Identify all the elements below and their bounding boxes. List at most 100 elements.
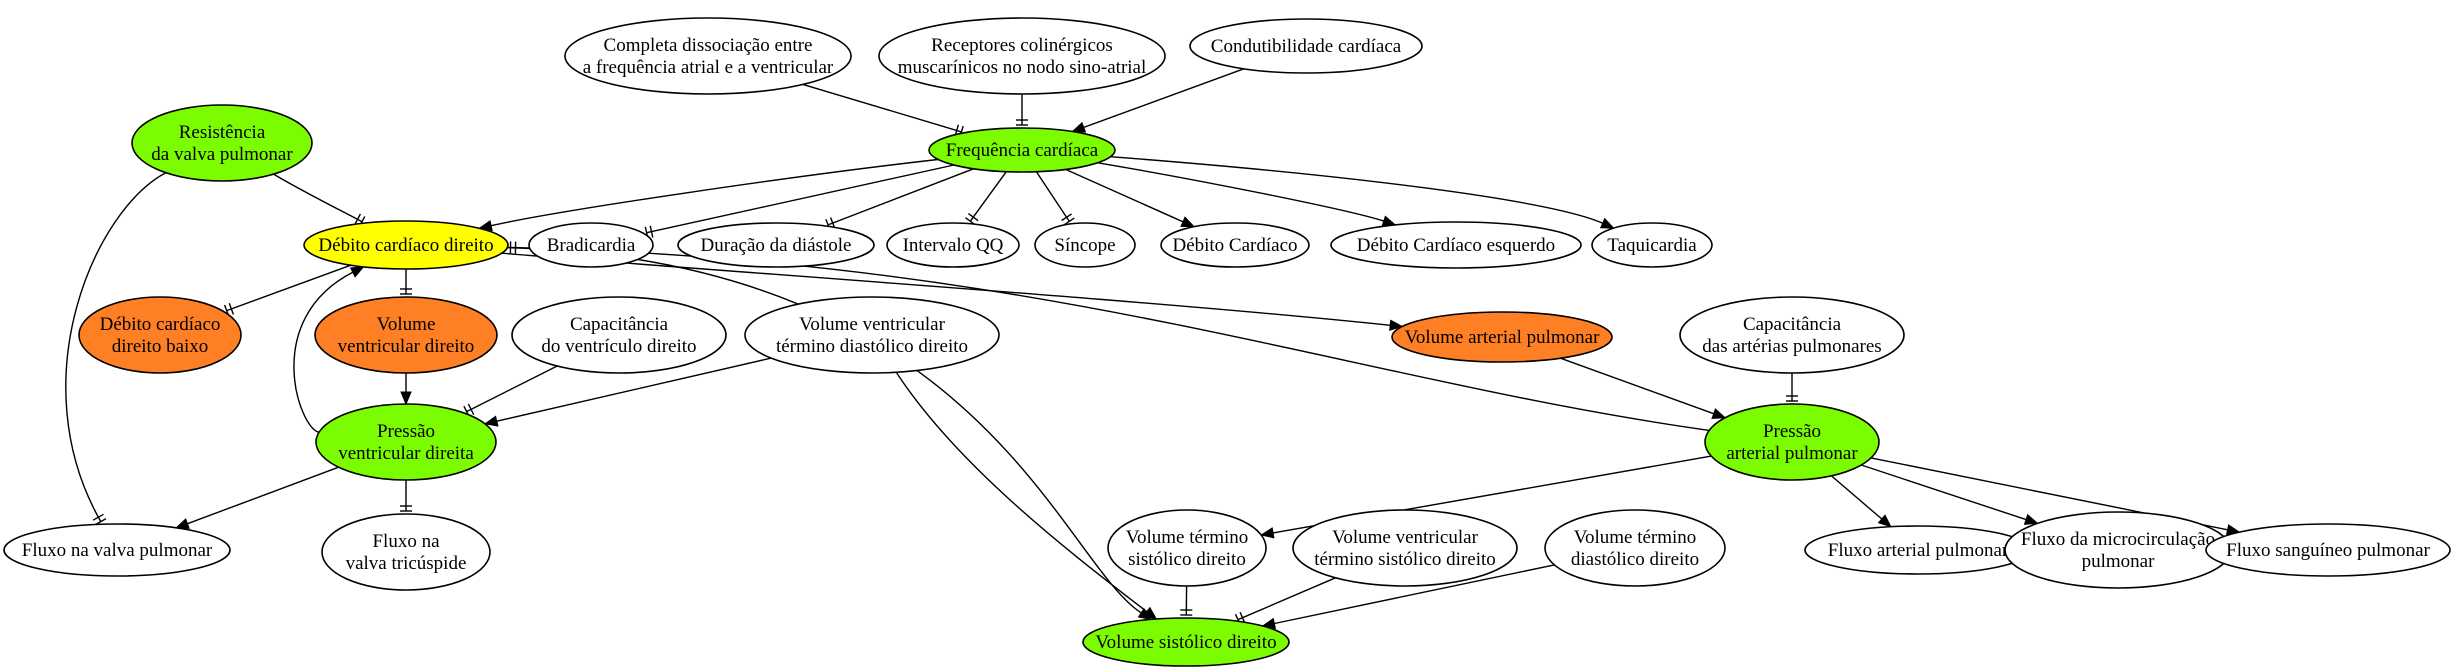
- edge-pressao_art-to-fluxo_arterial: [1831, 475, 1892, 528]
- arrowhead-icon: [1599, 217, 1615, 229]
- tee-bar-icon: [649, 225, 654, 238]
- node-label: Débito cardíaco: [100, 314, 221, 335]
- edge-line: [1083, 68, 1245, 129]
- node-ellipse: [886, 222, 1020, 268]
- node-label: Volume término: [1126, 527, 1249, 548]
- node-label: ventricular direita: [338, 443, 474, 464]
- edge-line: [507, 246, 1142, 614]
- edge-pressao_vd-to-fluxo_tricuspide: [400, 480, 412, 512]
- node-label: Volume ventricular: [1332, 527, 1478, 548]
- node-ellipse: [1391, 311, 1613, 363]
- node-label: Volume sistólico direito: [1095, 632, 1276, 653]
- node-label: pulmonar: [2082, 551, 2155, 572]
- edge-line: [802, 83, 962, 133]
- node-ellipse: [744, 296, 1000, 374]
- arrowhead-icon: [2023, 513, 2039, 525]
- tee-bar-icon: [967, 213, 979, 222]
- node-vol_sistolico: Volume sistólico direito: [1082, 617, 1290, 667]
- edge-line: [895, 371, 1148, 613]
- edge-line: [65, 172, 167, 522]
- node-label: valva tricúspide: [346, 553, 467, 574]
- node-label: Débito Cardíaco: [1172, 235, 1297, 256]
- edge-line: [187, 466, 339, 525]
- node-label: Frequência cardíaca: [946, 140, 1099, 161]
- edge-line: [646, 164, 955, 234]
- edge-line: [1065, 168, 1184, 223]
- node-label: Duração da diástole: [701, 235, 852, 256]
- edge-line: [1237, 577, 1336, 621]
- node-label: ventricular direito: [338, 336, 475, 357]
- edge-line: [1861, 464, 2027, 521]
- edge-line: [1831, 475, 1883, 520]
- node-label: direito baixo: [112, 336, 209, 357]
- node-ellipse: [303, 220, 509, 270]
- arrowhead-icon: [1389, 319, 1404, 331]
- node-ellipse: [1330, 221, 1582, 269]
- tee-bar-icon: [1061, 213, 1072, 222]
- edge-line: [293, 271, 354, 433]
- node-label: Volume ventricular: [799, 314, 945, 335]
- node-label: muscarínicos no nodo sino-atrial: [898, 57, 1147, 78]
- node-label: arterial pulmonar: [1726, 443, 1858, 464]
- edge-line: [1110, 156, 1603, 224]
- node-debito_esquerdo: Débito Cardíaco esquerdo: [1330, 221, 1582, 269]
- node-bradicardia: Bradicardia: [528, 222, 654, 268]
- node-taquicardia: Taquicardia: [1591, 222, 1713, 268]
- node-label: das artérias pulmonares: [1702, 336, 1881, 357]
- edge-line: [490, 158, 939, 227]
- edge-vts_direito-to-vol_sistolico: [1180, 585, 1193, 616]
- node-label: Volume término: [1574, 527, 1697, 548]
- node-condutibilidade: Condutibilidade cardíaca: [1189, 18, 1423, 74]
- node-ellipse: [928, 127, 1116, 173]
- arrowhead-icon: [483, 415, 499, 427]
- node-ellipse: [1544, 509, 1726, 587]
- node-ellipse: [78, 296, 242, 374]
- node-sincope: Síncope: [1034, 222, 1136, 268]
- arrowhead-icon: [400, 391, 412, 406]
- edge-vol_ventricular-to-pressao_vd: [400, 373, 412, 406]
- edge-vvts_direito-to-vol_sistolico: [1234, 577, 1336, 626]
- node-ellipse: [1082, 617, 1290, 667]
- node-label: Taquicardia: [1607, 235, 1697, 256]
- node-diastole: Duração da diástole: [677, 222, 875, 268]
- arrowhead-icon: [1711, 408, 1727, 419]
- edge-line: [466, 365, 558, 413]
- arrowhead-icon: [174, 518, 190, 529]
- node-label: término sistólico direito: [1314, 549, 1496, 570]
- node-frequencia: Frequência cardíaca: [928, 127, 1116, 173]
- node-ellipse: [878, 17, 1166, 95]
- node-label: Intervalo QQ: [903, 235, 1004, 256]
- node-fluxo_valva: Fluxo na valva pulmonar: [3, 523, 231, 577]
- node-ellipse: [314, 296, 498, 374]
- edge-frequencia-to-debito_esquerdo: [1097, 162, 1397, 227]
- node-label: do ventrículo direito: [541, 336, 696, 357]
- edge-capacitancia_vd-to-pressao_vd: [463, 365, 558, 418]
- edge-resistencia-to-debito_direito: [273, 173, 366, 228]
- arrowhead-icon: [1180, 216, 1196, 228]
- node-label: a frequência atrial e a ventricular: [583, 57, 834, 78]
- tee-bar-icon: [92, 513, 104, 521]
- node-label: Completa dissociação entre: [604, 35, 813, 56]
- node-label: sistólico direito: [1128, 549, 1246, 570]
- tee-bar-icon: [1063, 217, 1075, 226]
- edge-line: [1274, 564, 1555, 625]
- tee-bar-icon: [467, 403, 475, 416]
- node-ellipse: [2205, 523, 2451, 577]
- node-fluxo_sanguineo: Fluxo sanguíneo pulmonar: [2205, 523, 2451, 577]
- edge-frequencia-to-debito_cardiaco: [1065, 168, 1196, 228]
- node-label: Bradicardia: [547, 235, 636, 256]
- node-label: Volume: [377, 314, 436, 335]
- edge-frequencia-to-taquicardia: [1110, 156, 1615, 229]
- node-ellipse: [677, 222, 875, 268]
- node-label: Fluxo na: [372, 531, 440, 552]
